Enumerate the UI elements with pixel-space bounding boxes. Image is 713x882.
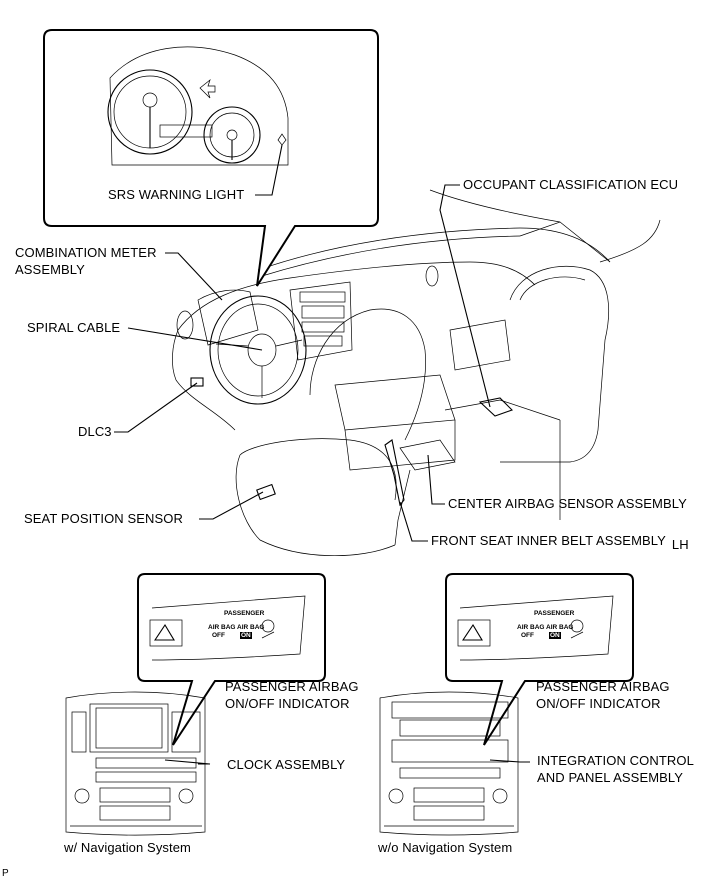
label-integration-control-line2: AND PANEL ASSEMBLY [537, 770, 684, 785]
meter-cluster-drawing [107, 46, 289, 166]
corner-code: P [2, 868, 9, 879]
label-dlc3: DLC3 [78, 424, 112, 439]
indicator-right-airbag-on-2: ON [549, 632, 561, 639]
label-clock-assembly: CLOCK ASSEMBLY [227, 757, 346, 772]
car-interior-illustration [172, 189, 661, 556]
label-combination-meter-line1: COMBINATION METER [15, 245, 157, 260]
indicator-right-airbag-on-1: AIR BAG [546, 624, 574, 631]
label-passenger-airbag-left-line1: PASSENGER AIRBAG [225, 679, 359, 694]
label-front-seat-inner-belt-text: FRONT SEAT INNER BELT ASSEMBLY [431, 533, 666, 548]
label-passenger-airbag-left-line2: ON/OFF INDICATOR [225, 696, 350, 711]
label-spiral-cable: SPIRAL CABLE [27, 320, 121, 335]
label-front-seat-inner-belt: FRONT SEAT INNER BELT ASSEMBLY LH [431, 533, 689, 552]
indicator-callout-box-right [445, 573, 634, 746]
indicator-callout-box-left [137, 573, 326, 746]
caption-without-navigation: w/o Navigation System [378, 840, 513, 855]
label-occupant-classification-ecu: OCCUPANT CLASSIFICATION ECU [463, 177, 679, 192]
head-unit-with-navigation [65, 691, 206, 836]
indicator-left-airbag-on-2: ON [240, 632, 252, 639]
indicator-left-airbag-off-2: OFF [212, 632, 225, 639]
caption-with-navigation: w/ Navigation System [64, 840, 191, 855]
label-integration-control-line1: INTEGRATION CONTROL [537, 753, 694, 768]
label-passenger-airbag-right-line1: PASSENGER AIRBAG [536, 679, 670, 694]
label-center-airbag-sensor: CENTER AIRBAG SENSOR ASSEMBLY [448, 496, 687, 511]
label-front-seat-inner-belt-suffix: LH [671, 537, 689, 552]
leader-lines [114, 144, 530, 765]
head-unit-without-navigation [379, 691, 519, 836]
indicator-left-airbag-on-1: AIR BAG [237, 624, 265, 631]
indicator-screen-left [149, 595, 306, 661]
indicator-left-airbag-off-1: AIR BAG [208, 624, 236, 631]
label-combination-meter-line2: ASSEMBLY [15, 262, 85, 277]
label-passenger-airbag-right-line2: ON/OFF INDICATOR [536, 696, 661, 711]
indicator-left-passenger: PASSENGER [224, 610, 265, 617]
indicator-right-passenger: PASSENGER [534, 610, 575, 617]
indicator-screen-right [457, 595, 614, 661]
meter-callout-box [43, 29, 379, 287]
label-seat-position-sensor: SEAT POSITION SENSOR [24, 511, 183, 526]
indicator-right-airbag-off-1: AIR BAG [517, 624, 545, 631]
indicator-right-airbag-off-2: OFF [521, 632, 534, 639]
label-srs-warning-light: SRS WARNING LIGHT [108, 187, 245, 202]
